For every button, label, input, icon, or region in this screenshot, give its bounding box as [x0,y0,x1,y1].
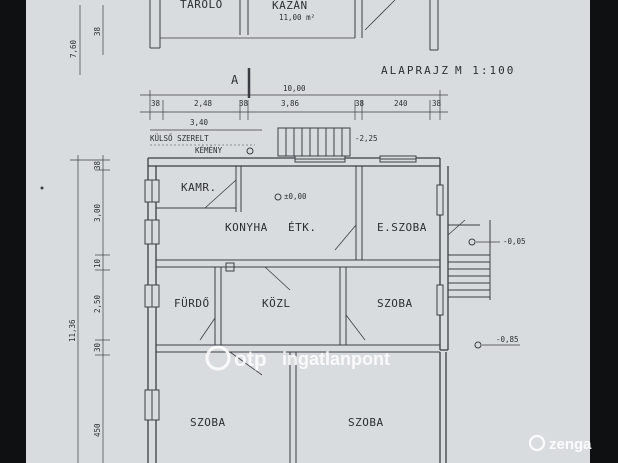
dim-v38-a: 38 [93,160,102,170]
plan-scale: M 1:100 [455,64,515,77]
dim-386: 3,86 [281,99,300,108]
section-marker: A [231,73,239,87]
level-right-1: -0,05 [503,237,526,246]
dim-v1136: 11,36 [68,319,77,342]
dim-38-c: 38 [355,99,365,108]
otp-watermark: otp ingatlanpont [205,345,390,371]
room-furdo: FÜRDŐ [174,296,210,310]
otp-product-text: ingatlanpont [282,349,390,369]
dim-v760: 7,60 [69,39,78,58]
label-kemeny: KÉMÉNY [195,146,223,155]
dim-v250: 2,50 [93,294,102,313]
room-szoba-bottom-right: SZOBA [348,416,384,429]
room-eszoba: E.SZOBA [377,221,427,234]
room-konyha: KONYHA [225,221,268,234]
left-dark-border [0,0,26,463]
room-szoba-bottom-left: SZOBA [190,416,226,429]
dim-v450: 450 [93,423,102,437]
room-etk: ÉTK. [288,221,317,234]
otp-logo-icon [205,345,231,371]
plan-title: ALAPRAJZ [381,64,450,77]
dim-v300: 3,00 [93,203,102,222]
room-szoba-right: SZOBA [377,297,413,310]
dim-38-b: 38 [239,99,249,108]
room-kamra: KAMR. [181,181,217,194]
dim-top-total: 10,00 [283,84,306,93]
dim-248: 2,48 [194,99,213,108]
otp-brand-text: otp [234,348,267,371]
dim-v30: 30 [93,342,102,352]
level-right-2: -0,85 [496,335,519,344]
dim-240: 240 [394,99,408,108]
room-tarolo: TÁROLÓ [180,0,223,11]
level-inner: ±0,00 [284,192,307,201]
dim-v10: 10 [93,258,102,268]
zenga-watermark: zenga [528,434,592,453]
room-kazan: KAZÁN [272,0,308,12]
dim-38-d: 38 [432,99,442,108]
plan-lines [70,0,520,463]
zenga-logo-icon [528,434,546,452]
room-kazan-area: 11,00 m² [279,13,315,22]
dim-340: 3,40 [190,118,209,127]
dot-mark [40,186,44,190]
room-kozl: KÖZL [262,297,291,310]
right-dark-border [590,0,618,463]
zenga-text: zenga [549,436,592,453]
dim-v38-top: 38 [93,26,102,36]
level-upper: -2,25 [355,134,378,143]
dim-38-a: 38 [151,99,161,108]
label-kulso-szerelt: KÜLSŐ SZERELT [150,134,209,143]
